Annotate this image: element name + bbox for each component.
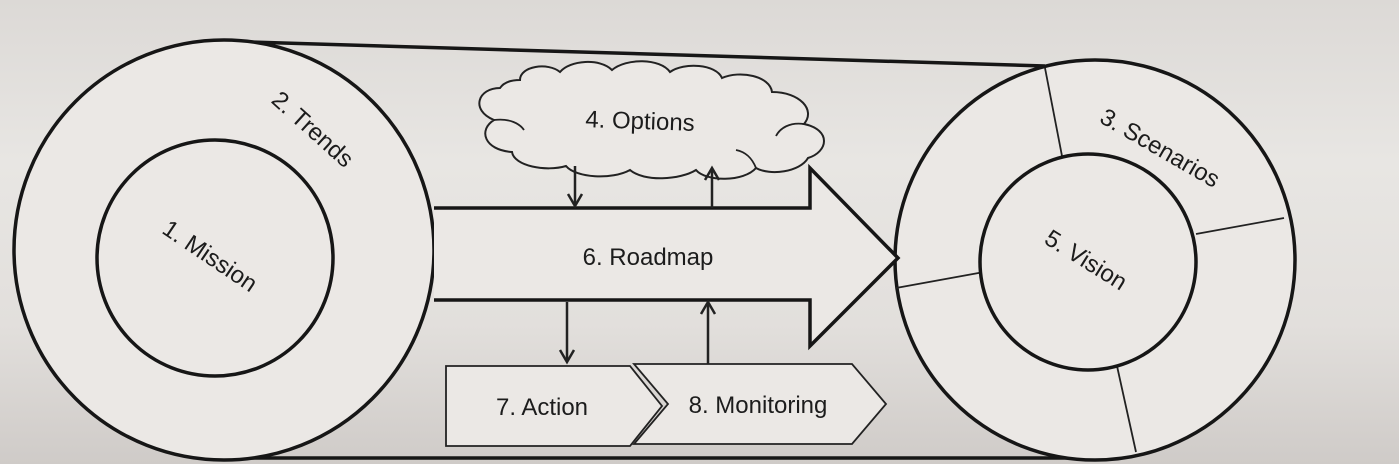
cloud-curl-right: [775, 122, 805, 137]
vision-circle: [978, 152, 1198, 372]
monitoring-to-roadmap-arrow: [699, 299, 717, 364]
action-label: 7. Action: [496, 394, 588, 421]
options-cloud: [478, 60, 825, 180]
roadmap-to-action-arrow: [558, 302, 576, 365]
left-circle-group: [12, 38, 436, 462]
options-to-roadmap-arrow: [566, 166, 584, 209]
scenarios-divider-left: [895, 271, 985, 289]
options-label: 4. Options: [585, 106, 695, 137]
action-box: [445, 365, 664, 447]
scenarios-divider-bottom: [1116, 365, 1137, 453]
cloud-curl-bottom: [735, 149, 757, 169]
right-circle-group: [893, 58, 1297, 462]
scenarios-divider-top: [1044, 67, 1063, 157]
cloud-curl-left: [493, 118, 525, 131]
monitoring-box: [632, 363, 888, 445]
roadmap-to-options-arrow: [703, 165, 721, 208]
scenarios-divider-right: [1195, 217, 1285, 235]
mission-circle: [95, 138, 335, 378]
roadmap-label: 6. Roadmap: [583, 244, 714, 271]
roadmap-arrow: [434, 163, 901, 351]
belt-top-line: [247, 40, 1046, 68]
monitoring-label: 8. Monitoring: [689, 392, 828, 419]
